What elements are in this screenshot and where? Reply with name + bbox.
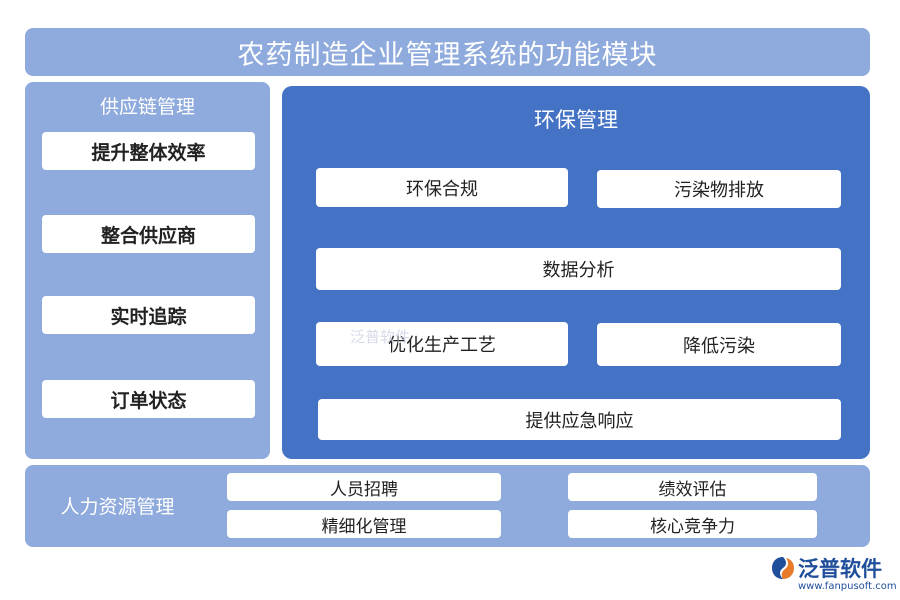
environmental-item: 提供应急响应 [318,399,841,440]
supply-chain-item: 订单状态 [42,380,255,418]
environmental-item: 优化生产工艺 [316,322,568,366]
hr-heading: 人力资源管理 [60,496,175,518]
supply-chain-item: 提升整体效率 [42,132,255,170]
brand-name: 泛普软件 [798,557,882,581]
watermark-text: 泛普软件 [350,328,411,346]
hr-item: 人员招聘 [227,473,501,501]
environmental-item: 数据分析 [316,248,841,290]
hr-item: 绩效评估 [568,473,817,501]
supply-chain-heading: 供应链管理 [99,96,195,118]
brand-logo: 泛普软件 www.fanpusoft.com [770,553,897,597]
brand-url: www.fanpusoft.com [798,581,897,592]
title-bar: 农药制造企业管理系统的功能模块 [25,28,870,76]
environmental-item: 环保合规 [316,168,568,207]
hr-item: 精细化管理 [227,510,501,538]
environmental-item: 污染物排放 [597,170,841,208]
hr-item: 核心竞争力 [568,510,817,538]
supply-chain-item: 实时追踪 [42,296,255,334]
supply-chain-item: 整合供应商 [42,215,255,253]
environmental-heading: 环保管理 [534,108,618,132]
environmental-item: 降低污染 [597,323,841,366]
brand-logo-icon [772,557,794,579]
diagram-title: 农药制造企业管理系统的功能模块 [237,39,658,71]
